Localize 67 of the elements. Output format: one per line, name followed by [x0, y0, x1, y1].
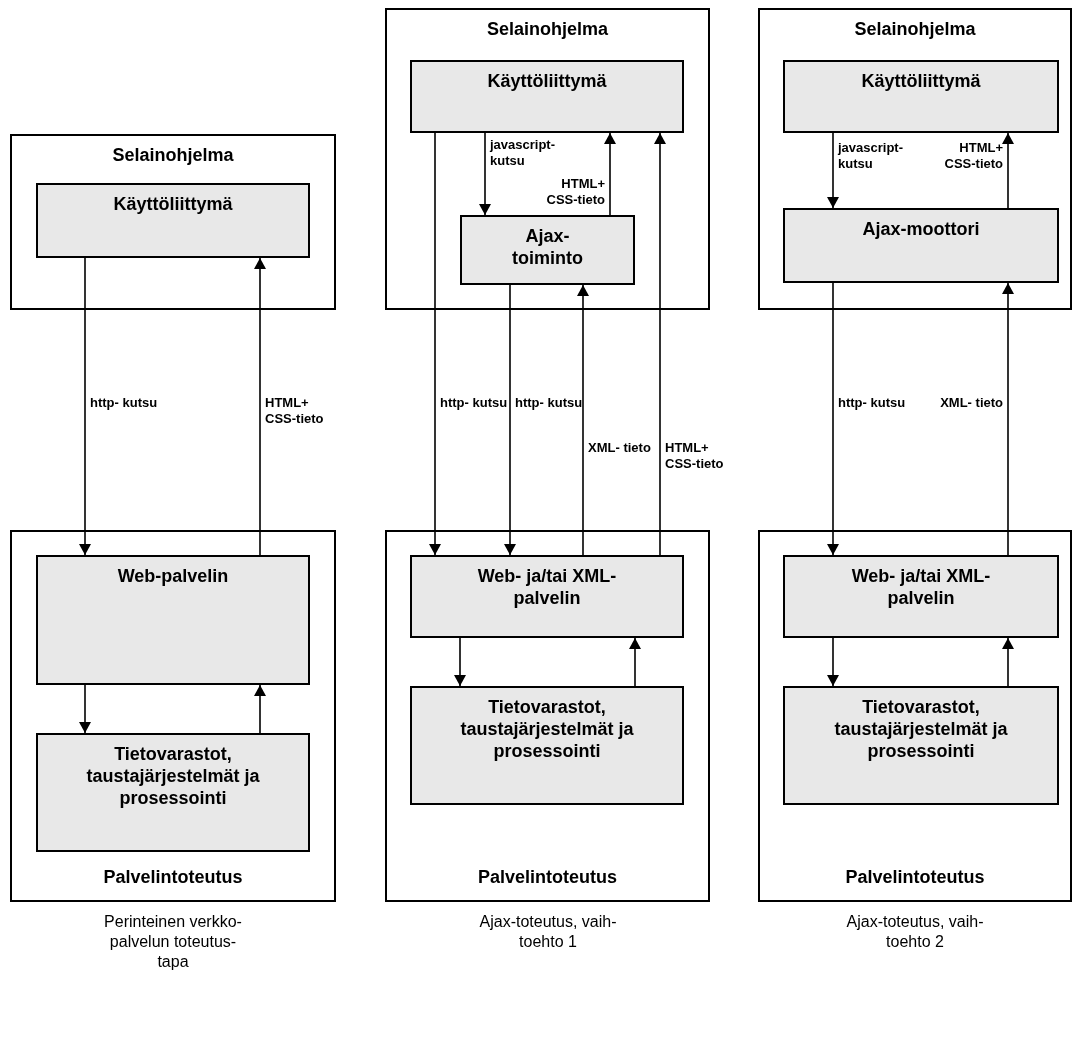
- arrow: [479, 132, 491, 216]
- edge-label: javascript- kutsu: [838, 140, 905, 172]
- edge-label: HTML+ CSS-tieto: [545, 176, 605, 208]
- container-box: [758, 530, 1072, 902]
- arrow: [827, 637, 839, 687]
- box-label: Ajax- toiminto: [511, 225, 584, 269]
- process-box: [410, 686, 684, 805]
- edge-label: HTML+ CSS-tieto: [943, 140, 1003, 172]
- arrow: [1002, 637, 1014, 687]
- arrow: [654, 132, 666, 556]
- container-title: Selainohjelma: [854, 18, 976, 40]
- arrow: [827, 132, 839, 209]
- container-box: [385, 530, 710, 902]
- box-label: Ajax-moottori: [862, 218, 980, 240]
- container-box: [10, 530, 336, 902]
- container-box: [10, 134, 336, 310]
- process-box: [36, 183, 310, 258]
- container-title: Selainohjelma: [112, 144, 234, 166]
- box-label: Tietovarastot, taustajärjestelmät ja prosessointi: [833, 696, 1009, 762]
- edge-label: http- kutsu: [440, 395, 509, 411]
- arrow: [429, 132, 441, 556]
- container-box: [758, 8, 1072, 310]
- box-label: Käyttöliittymä: [861, 70, 981, 92]
- arrow: [1002, 282, 1014, 556]
- arrow: [79, 257, 91, 556]
- arrow: [577, 284, 589, 556]
- arrow: [454, 637, 466, 687]
- container-box: [385, 8, 710, 310]
- container-title: Palvelintoteutus: [478, 866, 617, 888]
- process-box: [460, 215, 635, 285]
- process-box: [783, 555, 1059, 638]
- edge-label: http- kutsu: [838, 395, 907, 411]
- arrow: [79, 684, 91, 734]
- process-box: [36, 555, 310, 685]
- process-box: [783, 60, 1059, 133]
- process-box: [410, 555, 684, 638]
- container-title: Selainohjelma: [486, 18, 608, 40]
- edge-label: HTML+ CSS-tieto: [265, 395, 325, 427]
- edge-label: XML- tieto: [588, 440, 652, 456]
- box-label: Tietovarastot, taustajärjestelmät ja prosessointi: [85, 743, 261, 809]
- arrow: [504, 284, 516, 556]
- arrow: [604, 132, 616, 216]
- process-box: [36, 733, 310, 852]
- caption: Ajax-toteutus, vaih- toehto 2: [845, 912, 985, 952]
- container-title: Palvelintoteutus: [845, 866, 985, 888]
- process-box: [783, 686, 1059, 805]
- arrow: [1002, 132, 1014, 209]
- box-label: Web- ja/tai XML- palvelin: [850, 565, 992, 609]
- edge-label: XML- tieto: [939, 395, 1003, 411]
- caption: Perinteinen verkko- palvelun toteutus- tapa: [103, 912, 243, 972]
- caption: Ajax-toteutus, vaih- toehto 1: [478, 912, 618, 952]
- box-label: Web-palvelin: [117, 565, 229, 587]
- arrow: [254, 257, 266, 556]
- box-label: Tietovarastot, taustajärjestelmät ja prosessointi: [459, 696, 635, 762]
- edge-label: javascript- kutsu: [490, 137, 557, 169]
- arrow: [629, 637, 641, 687]
- box-label: Käyttöliittymä: [113, 193, 233, 215]
- process-box: [783, 208, 1059, 283]
- edge-label: http- kutsu: [90, 395, 159, 411]
- edge-label: HTML+ CSS-tieto: [665, 440, 725, 472]
- container-title: Palvelintoteutus: [103, 866, 243, 888]
- box-label: Käyttöliittymä: [487, 70, 607, 92]
- box-label: Web- ja/tai XML- palvelin: [476, 565, 618, 609]
- arrow: [254, 684, 266, 734]
- process-box: [410, 60, 684, 133]
- edge-label: http- kutsu: [515, 395, 584, 411]
- arrow: [827, 282, 839, 556]
